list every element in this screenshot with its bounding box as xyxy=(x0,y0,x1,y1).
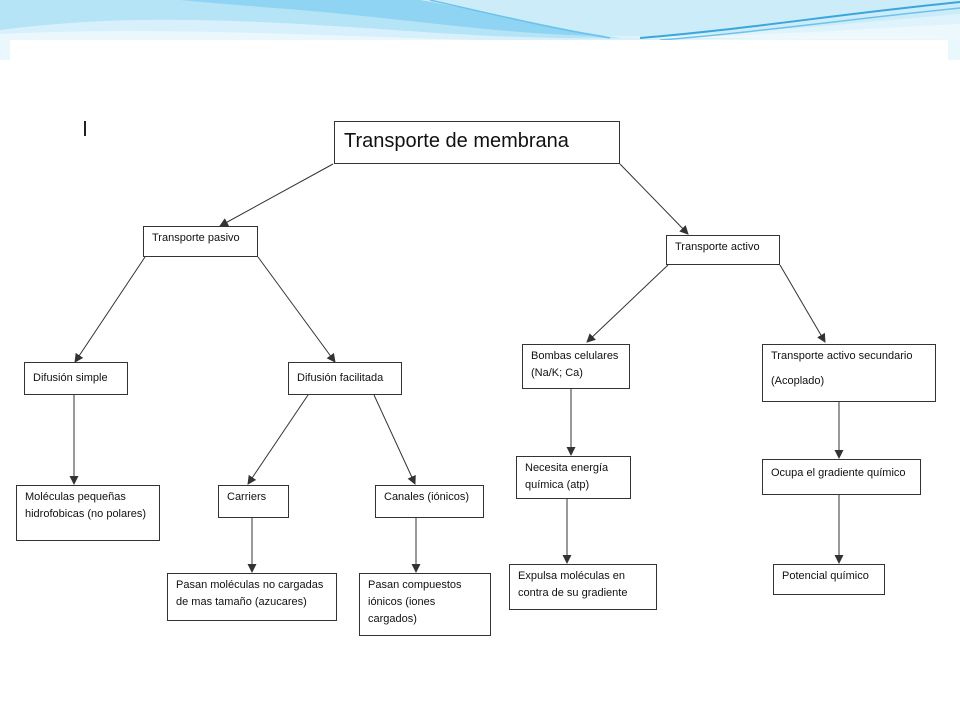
node-channels: Canales (iónicos) xyxy=(375,485,484,518)
node-label: Transporte pasivo xyxy=(152,232,240,244)
node-expels-molecules: Expulsa moléculas en contra de su gradie… xyxy=(509,564,657,610)
node-uses-gradient: Ocupa el gradiente químico xyxy=(762,459,921,495)
node-label-line-3: cargados) xyxy=(368,613,417,625)
node-label-line-1: Expulsa moléculas en xyxy=(518,570,626,582)
node-label-line-1: Transporte activo secundario xyxy=(771,350,913,362)
node-label: Difusión facilitada xyxy=(297,372,384,384)
node-label-line-2: iónicos (iones xyxy=(368,596,436,608)
node-carriers-description: Pasan moléculas no cargadas de mas tamañ… xyxy=(167,573,337,621)
node-label-line-1: Pasan moléculas no cargadas xyxy=(176,579,324,591)
node-label-line-2: (Na/K; Ca) xyxy=(531,367,583,379)
node-label: Canales (iónicos) xyxy=(384,491,469,503)
node-chemical-potential: Potencial químico xyxy=(773,564,885,595)
node-active-transport: Transporte activo xyxy=(666,235,780,265)
node-label: Carriers xyxy=(227,491,267,503)
node-label-line-1: Bombas celulares xyxy=(531,350,619,362)
node-secondary-active: Transporte activo secundario (Acoplado) xyxy=(762,344,936,402)
node-label-line-2: química (atp) xyxy=(525,479,590,491)
node-label: Difusión simple xyxy=(33,372,108,384)
node-membrane-transport: Transporte de membrana xyxy=(334,121,620,164)
node-channels-description: Pasan compuestos iónicos (iones cargados… xyxy=(359,573,491,636)
node-simple-diffusion: Difusión simple xyxy=(24,362,128,395)
node-passive-transport: Transporte pasivo xyxy=(143,226,258,257)
node-label-line-2: de mas tamaño (azucares) xyxy=(176,596,307,608)
node-label-line-2: contra de su gradiente xyxy=(518,587,628,599)
node-label: Transporte activo xyxy=(675,241,760,253)
header-wave-decoration xyxy=(0,0,960,60)
node-label-line-2: hidrofobicas (no polares) xyxy=(25,508,147,520)
node-label-line-1: Moléculas pequeñas xyxy=(25,491,126,503)
node-label-line-1: Necesita energía xyxy=(525,462,609,474)
node-needs-energy: Necesita energía química (atp) xyxy=(516,456,631,499)
node-small-molecules: Moléculas pequeñas hidrofobicas (no pola… xyxy=(16,485,160,541)
node-label: Transporte de membrana xyxy=(344,130,569,152)
node-pumps: Bombas celulares (Na/K; Ca) xyxy=(522,344,630,389)
node-label-line-1: Pasan compuestos xyxy=(368,579,462,591)
node-carriers: Carriers xyxy=(218,485,289,518)
node-label: Ocupa el gradiente químico xyxy=(771,467,906,479)
text-cursor-mark xyxy=(84,121,86,136)
node-label: Potencial químico xyxy=(782,570,869,582)
node-label-line-2: (Acoplado) xyxy=(771,375,825,387)
node-facilitated-diffusion: Difusión facilitada xyxy=(288,362,402,395)
